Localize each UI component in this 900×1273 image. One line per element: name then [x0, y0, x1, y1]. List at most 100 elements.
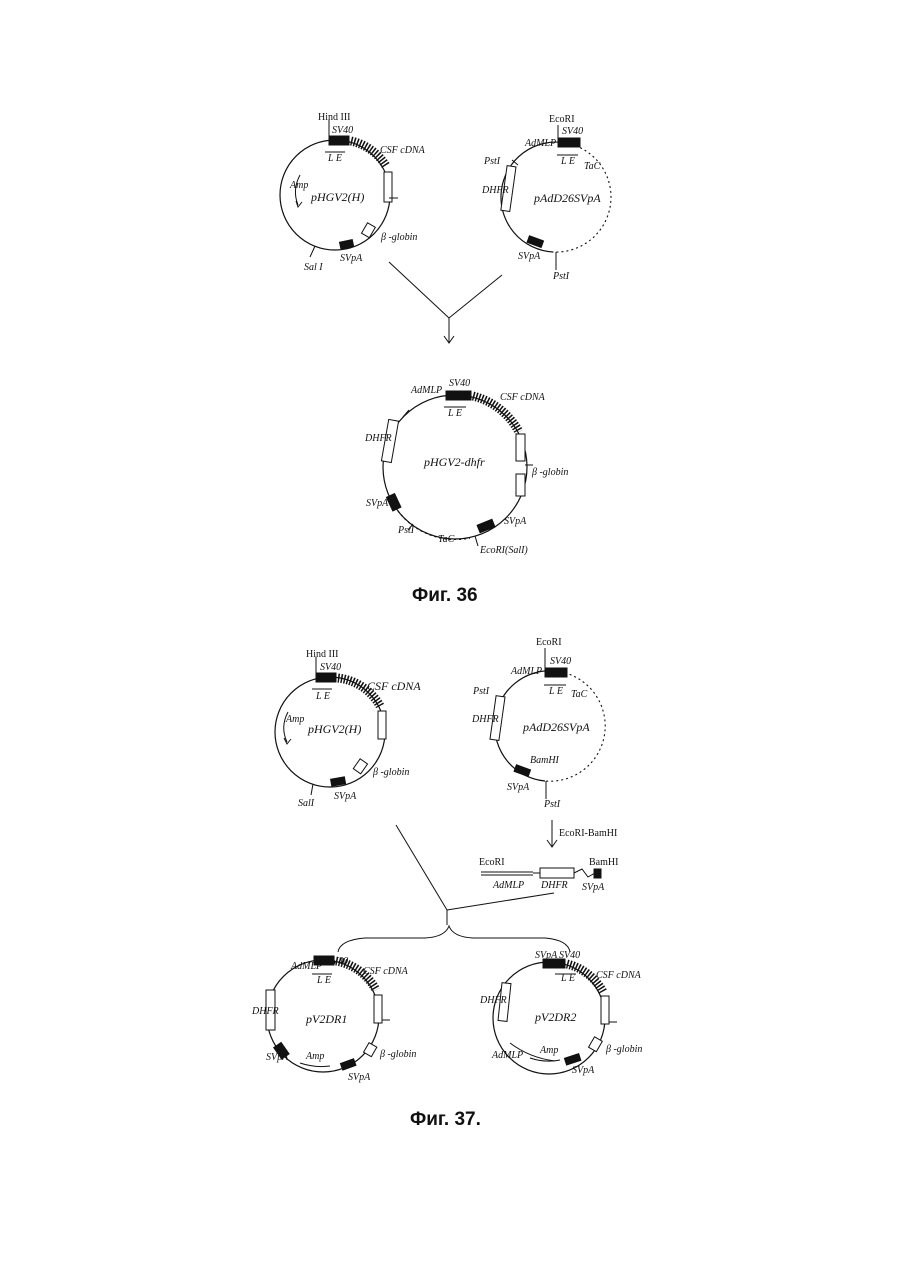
fig37-a-sal-tick — [311, 784, 313, 795]
fig36-b-label-6: TaC — [584, 161, 601, 172]
fig37-p2-label-7: Amp — [539, 1045, 558, 1056]
fig37-digest-label: EcoRI-BamHI — [559, 828, 617, 839]
fig37-product-1: AdMLP SV40 L E CSF cDNA DHFR pV2DR1 SVpA… — [251, 956, 416, 1083]
fig36-r-label-1: SV40 — [449, 378, 470, 389]
fig37-fragment-label-1: AdMLP — [492, 880, 524, 891]
fig37-b-label-4: TaC — [571, 689, 588, 700]
fig36-r-label-7: SVpA — [504, 516, 527, 527]
fig37-b-label-3: L E — [548, 686, 563, 697]
fig37-b-sv40-block — [545, 668, 567, 677]
fig36-r-label-3: CSF cDNA — [500, 392, 546, 403]
fig36-a-label-2: L E — [327, 153, 342, 164]
fig37-a-label-7: SVpA — [334, 791, 357, 802]
fig36-r-label-8: PstI — [397, 525, 415, 536]
fig37-a-label-6: SalI — [298, 798, 315, 809]
fig36-b-label-8: PstI — [552, 271, 570, 282]
fig36-a-label-0: Hind III — [318, 112, 351, 123]
fig37-p1-label-1: SV40 — [327, 956, 348, 967]
fig37-b-label-1: AdMLP — [510, 666, 542, 677]
fig37-p1-label-6: Amp — [305, 1051, 324, 1062]
fig36-a-label-6: SVpA — [340, 253, 363, 264]
fig36-r-sv40-block — [446, 391, 471, 400]
fig37-p2-label-0: SVpA — [535, 950, 558, 961]
fig37-p1-label-0: AdMLP — [290, 961, 322, 972]
fig36-a-label-4: Amp — [289, 180, 308, 191]
fig37-b-label-6: DHFR — [471, 714, 499, 725]
fig36-b-sv40-block — [558, 138, 580, 147]
fig37-a-amp-arrowhead — [284, 738, 291, 744]
fig36-r-label-2: L E — [447, 408, 462, 419]
fig37-p1-label-4: DHFR — [251, 1006, 279, 1017]
fig36-r-label-5: β -globin — [531, 467, 568, 478]
fig37-fragment-label-0: EcoRI — [479, 857, 505, 868]
fig36-caption: Фиг. 36 — [412, 585, 478, 607]
fig37-p1-amp-arrow — [300, 1063, 330, 1067]
fig37-p1-label-8: SVpA — [348, 1072, 371, 1083]
fig36-r-globin-box — [516, 474, 525, 496]
fig37-p1-label-3: CSF cDNA — [363, 966, 409, 977]
fig37-a-globin-box — [353, 759, 367, 774]
fig36-plasmid-b: EcoRI AdMLP SV40 L E PstI DHFR TaC pAdD2… — [481, 114, 611, 282]
fig36-plasmid-result: AdMLP SV40 L E CSF cDNA DHFR pHGV2-dhfr … — [364, 378, 568, 556]
fig36-b-label-5: DHFR — [481, 185, 509, 196]
fig37-p1-svpa-block-2 — [340, 1059, 356, 1070]
fig37-a-label-5: β -globin — [372, 767, 409, 778]
fig37-digest-arrow: EcoRI-BamHI — [547, 820, 617, 847]
fig37-fragment-label-2: DHFR — [540, 880, 568, 891]
fig37-p2-segment — [601, 996, 609, 1024]
fig37-product-2: SVpA SV40 L E CSF cDNA DHFR pV2DR2 β -gl… — [479, 950, 642, 1076]
fig37-p2-label-8: SVpA — [572, 1065, 595, 1076]
fig36-a-label-1: SV40 — [332, 125, 353, 136]
fig37-b-label-9: PstI — [543, 799, 561, 810]
fig37-p2-label-5: β -globin — [605, 1044, 642, 1055]
fig37-caption: Фиг. 37. — [410, 1109, 481, 1131]
fig37-a-label-1: SV40 — [320, 662, 341, 673]
fig36-a-globin-box — [362, 223, 376, 238]
fig36-b-label-2: SV40 — [562, 126, 583, 137]
fig37-p2-label-2: L E — [560, 973, 575, 984]
fig36-r-svpa-block-1 — [386, 494, 400, 511]
fig37-b-label-2: SV40 — [550, 656, 571, 667]
fig37-p1-segment — [374, 995, 382, 1023]
fig36-r-label-0: AdMLP — [410, 385, 442, 396]
fig37-fragment-dhfr-box — [540, 868, 574, 878]
fig37-merge — [338, 825, 570, 952]
fig37-a-label-2: L E — [315, 691, 330, 702]
fig36-plasmid-a: Hind III SV40 L E CSF cDNA Amp pHGV2(H) … — [280, 112, 426, 273]
fig37-fragment-label-4: SVpA — [582, 882, 605, 893]
fig37-p1-globin-box — [364, 1043, 377, 1057]
fig36-b-label-7: SVpA — [518, 251, 541, 262]
fig36-b-label-3: L E — [560, 156, 575, 167]
fig36-r-label-6: SVpA — [366, 498, 389, 509]
fig36-a-name: pHGV2(H) — [310, 190, 364, 204]
fig37-p2-label-6: AdMLP — [491, 1050, 523, 1061]
fig36-a-label-5: β -globin — [380, 232, 417, 243]
fig37-a-name: pHGV2(H) — [307, 722, 361, 736]
fig36-b-label-0: EcoRI — [549, 114, 575, 125]
fig37-plasmid-b: EcoRI AdMLP SV40 L E TaC PstI DHFR pAdD2… — [471, 637, 605, 810]
fig37-b-svpa-block — [514, 765, 530, 777]
fig37-plasmid-a: Hind III SV40 L E CSF cDNA Amp pHGV2(H) … — [275, 649, 421, 809]
fig36-b-label-4: PstI — [483, 156, 501, 167]
fig36-r-label-9: TaC — [438, 534, 455, 545]
fig37-p2-name: pV2DR2 — [534, 1010, 576, 1024]
fig36-b-name: pAdD26SVpA — [533, 191, 601, 205]
fig37-brace — [338, 926, 570, 952]
fig36-a-label-7: Sal I — [304, 262, 323, 273]
fig36-r-eco-tick — [475, 536, 478, 546]
fig36-b-label-1: AdMLP — [524, 138, 556, 149]
fig37-p1-name: pV2DR1 — [305, 1012, 347, 1026]
fig36-r-label-4: DHFR — [364, 433, 392, 444]
fig36-r-svpa-block-2 — [477, 519, 495, 532]
fig36-r-label-10: EcoRI(SalI) — [479, 545, 528, 556]
fig36-a-sal-tick — [310, 246, 315, 257]
fig37-p2-label-1: SV40 — [559, 950, 580, 961]
fig37-b-label-5: PstI — [472, 686, 490, 697]
fig36-r-tick — [403, 410, 409, 417]
fig37-a-label-0: Hind III — [306, 649, 339, 660]
fig37-p1-label-7: β -globin — [379, 1049, 416, 1060]
fig37-a-label-4: Amp — [285, 714, 304, 725]
fig37-a-label-3: CSF cDNA — [367, 679, 421, 693]
